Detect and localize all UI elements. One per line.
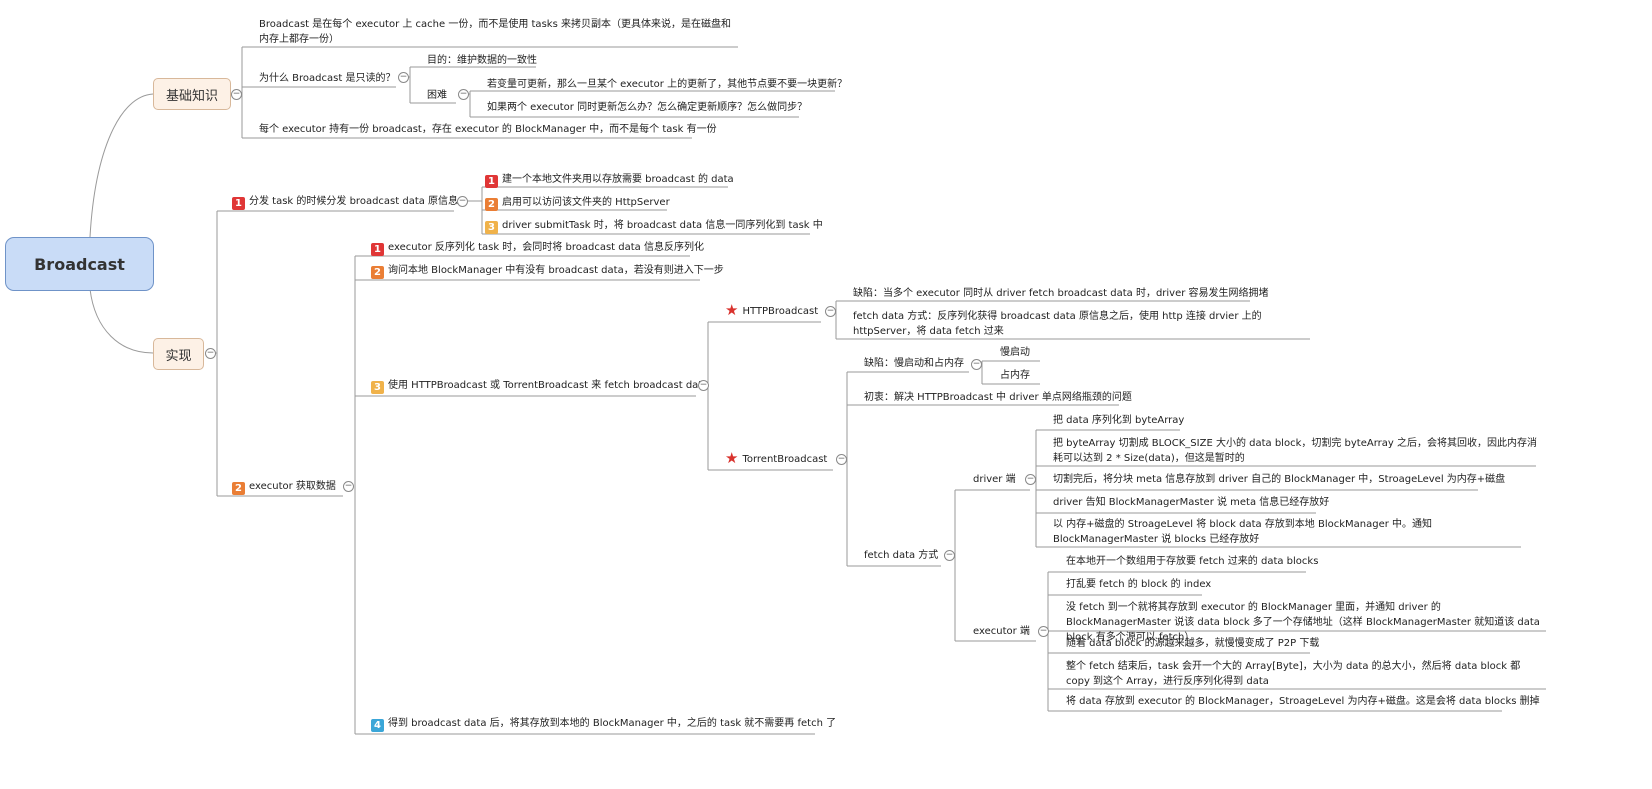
collapse-toggle-icon[interactable]: − xyxy=(458,89,469,100)
executor-side-step-4[interactable]: 随着 data block 的源越来越多，就慢慢变成了 P2P 下载 xyxy=(1066,638,1320,649)
torrent-memory[interactable]: 占内存 xyxy=(1000,370,1030,381)
http-broadcast-label: HTTPBroadcast xyxy=(742,306,819,317)
impl-executor[interactable]: 2 executor 获取数据 xyxy=(232,479,336,495)
basic-item-per-executor[interactable]: 每个 executor 持有一份 broadcast，存在 executor 的… xyxy=(259,124,717,135)
collapse-toggle-icon[interactable]: − xyxy=(1025,474,1036,485)
node-difficulty-2[interactable]: 如果两个 executor 同时更新怎么办？怎么确定更新顺序？怎么做同步？ xyxy=(487,102,808,113)
root-node[interactable]: Broadcast xyxy=(5,237,154,291)
distribute-step-1[interactable]: 1 建一个本地文件夹用以存放需要 broadcast 的 data xyxy=(485,172,734,188)
basic-item-cache[interactable]: Broadcast 是在每个 executor 上 cache 一份，而不是使用… xyxy=(259,19,731,45)
torrent-intent[interactable]: 初衷：解决 HTTPBroadcast 中 driver 单点网络瓶颈的问题 xyxy=(864,392,1132,403)
star-icon: ★ xyxy=(725,449,739,467)
executor-side[interactable]: executor 端 xyxy=(973,626,1030,637)
priority-2-icon: 2 xyxy=(232,482,245,495)
http-fetch-method[interactable]: fetch data 方式：反序列化获得 broadcast data 原信息之… xyxy=(853,311,1262,337)
driver-step-3[interactable]: 切割完后，将分块 meta 信息存放到 driver 自己的 BlockMana… xyxy=(1053,474,1506,485)
priority-1-icon: 1 xyxy=(232,197,245,210)
distribute-step-1-label: 建一个本地文件夹用以存放需要 broadcast 的 data xyxy=(502,174,734,185)
node-difficulty-1[interactable]: 若变量可更新，那么一旦某个 executor 上的更新了，其他节点要不要一块更新… xyxy=(487,79,848,90)
branch-basic-knowledge[interactable]: 基础知识 xyxy=(153,78,231,110)
torrent-broadcast-label: TorrentBroadcast xyxy=(742,454,828,465)
priority-3-icon: 3 xyxy=(371,381,384,394)
collapse-toggle-icon[interactable]: − xyxy=(1038,626,1049,637)
distribute-step-3[interactable]: 3 driver submitTask 时，将 broadcast data 信息… xyxy=(485,218,823,234)
executor-step-3[interactable]: 3 使用 HTTPBroadcast 或 TorrentBroadcast 来 f… xyxy=(371,378,708,394)
executor-step-1[interactable]: 1 executor 反序列化 task 时，会同时将 broadcast dat… xyxy=(371,240,704,256)
driver-step-2[interactable]: 把 byteArray 切割成 BLOCK_SIZE 大小的 data bloc… xyxy=(1053,438,1537,464)
node-difficulty[interactable]: 困难 xyxy=(427,90,447,101)
collapse-toggle-icon[interactable]: − xyxy=(698,380,709,391)
executor-step-2-label: 询问本地 BlockManager 中有没有 broadcast data，若没… xyxy=(388,265,724,276)
collapse-toggle-icon[interactable]: − xyxy=(398,72,409,83)
impl-distribute[interactable]: 1 分发 task 的时候分发 broadcast data 原信息 xyxy=(232,194,458,210)
collapse-toggle-icon[interactable]: − xyxy=(944,550,955,561)
torrent-flaw[interactable]: 缺陷：慢启动和占内存 xyxy=(864,358,964,369)
collapse-toggle-icon[interactable]: − xyxy=(457,196,468,207)
torrent-broadcast-node[interactable]: ★TorrentBroadcast xyxy=(725,451,827,467)
executor-side-step-2[interactable]: 打乱要 fetch 的 block 的 index xyxy=(1066,579,1212,590)
priority-2-icon: 2 xyxy=(485,198,498,211)
executor-step-4[interactable]: 4 得到 broadcast data 后，将其存放到本地的 BlockManag… xyxy=(371,716,836,732)
branch-implementation[interactable]: 实现 xyxy=(153,338,204,370)
distribute-step-2-label: 启用可以访问该文件夹的 HttpServer xyxy=(502,197,670,208)
collapse-toggle-icon[interactable]: − xyxy=(343,481,354,492)
branch-basic-label: 基础知识 xyxy=(165,88,218,104)
priority-2-icon: 2 xyxy=(371,266,384,279)
driver-side[interactable]: driver 端 xyxy=(973,474,1016,485)
collapse-toggle-icon[interactable]: − xyxy=(836,454,847,465)
executor-step-2[interactable]: 2 询问本地 BlockManager 中有没有 broadcast data，若… xyxy=(371,263,724,279)
impl-distribute-label: 分发 task 的时候分发 broadcast data 原信息 xyxy=(249,196,459,207)
torrent-slow-start[interactable]: 慢启动 xyxy=(1000,347,1030,358)
http-broadcast-node[interactable]: ★HTTPBroadcast xyxy=(725,303,818,319)
basic-item-why-readonly[interactable]: 为什么 Broadcast 是只读的？ xyxy=(259,73,396,84)
priority-4-icon: 4 xyxy=(371,719,384,732)
collapse-toggle-icon[interactable]: − xyxy=(205,348,216,359)
driver-step-5[interactable]: 以 内存+磁盘的 StroageLevel 将 block data 存放到本地… xyxy=(1053,519,1433,545)
executor-side-step-1[interactable]: 在本地开一个数组用于存放要 fetch 过来的 data blocks xyxy=(1066,556,1319,567)
collapse-toggle-icon[interactable]: − xyxy=(231,89,242,100)
driver-step-4[interactable]: driver 告知 BlockManagerMaster 说 meta 信息已经… xyxy=(1053,497,1330,508)
collapse-toggle-icon[interactable]: − xyxy=(825,306,836,317)
priority-1-icon: 1 xyxy=(371,243,384,256)
torrent-fetch-method[interactable]: fetch data 方式 xyxy=(864,550,939,561)
distribute-step-2[interactable]: 2 启用可以访问该文件夹的 HttpServer xyxy=(485,195,670,211)
executor-side-step-6[interactable]: 将 data 存放到 executor 的 BlockManager，Stroa… xyxy=(1066,696,1540,707)
impl-executor-label: executor 获取数据 xyxy=(249,481,336,492)
star-icon: ★ xyxy=(725,301,739,319)
priority-1-icon: 1 xyxy=(485,175,498,188)
root-label: Broadcast xyxy=(34,254,125,274)
executor-side-step-3[interactable]: 没 fetch 到一个就将其存放到 executor 的 BlockManage… xyxy=(1066,602,1540,643)
http-flaw[interactable]: 缺陷：当多个 executor 同时从 driver fetch broadca… xyxy=(853,288,1269,299)
branch-impl-label: 实现 xyxy=(165,348,192,364)
executor-step-4-label: 得到 broadcast data 后，将其存放到本地的 BlockManage… xyxy=(388,718,837,729)
executor-step-3-label: 使用 HTTPBroadcast 或 TorrentBroadcast 来 fe… xyxy=(388,380,709,391)
collapse-toggle-icon[interactable]: − xyxy=(971,359,982,370)
distribute-step-3-label: driver submitTask 时，将 broadcast data 信息一… xyxy=(502,220,823,231)
driver-step-1[interactable]: 把 data 序列化到 byteArray xyxy=(1053,415,1185,426)
node-purpose[interactable]: 目的：维护数据的一致性 xyxy=(427,55,537,66)
executor-side-step-5[interactable]: 整个 fetch 结束后，task 会开一个大的 Array[Byte]，大小为… xyxy=(1066,661,1521,687)
executor-step-1-label: executor 反序列化 task 时，会同时将 broadcast data… xyxy=(388,242,704,253)
priority-3-icon: 3 xyxy=(485,221,498,234)
